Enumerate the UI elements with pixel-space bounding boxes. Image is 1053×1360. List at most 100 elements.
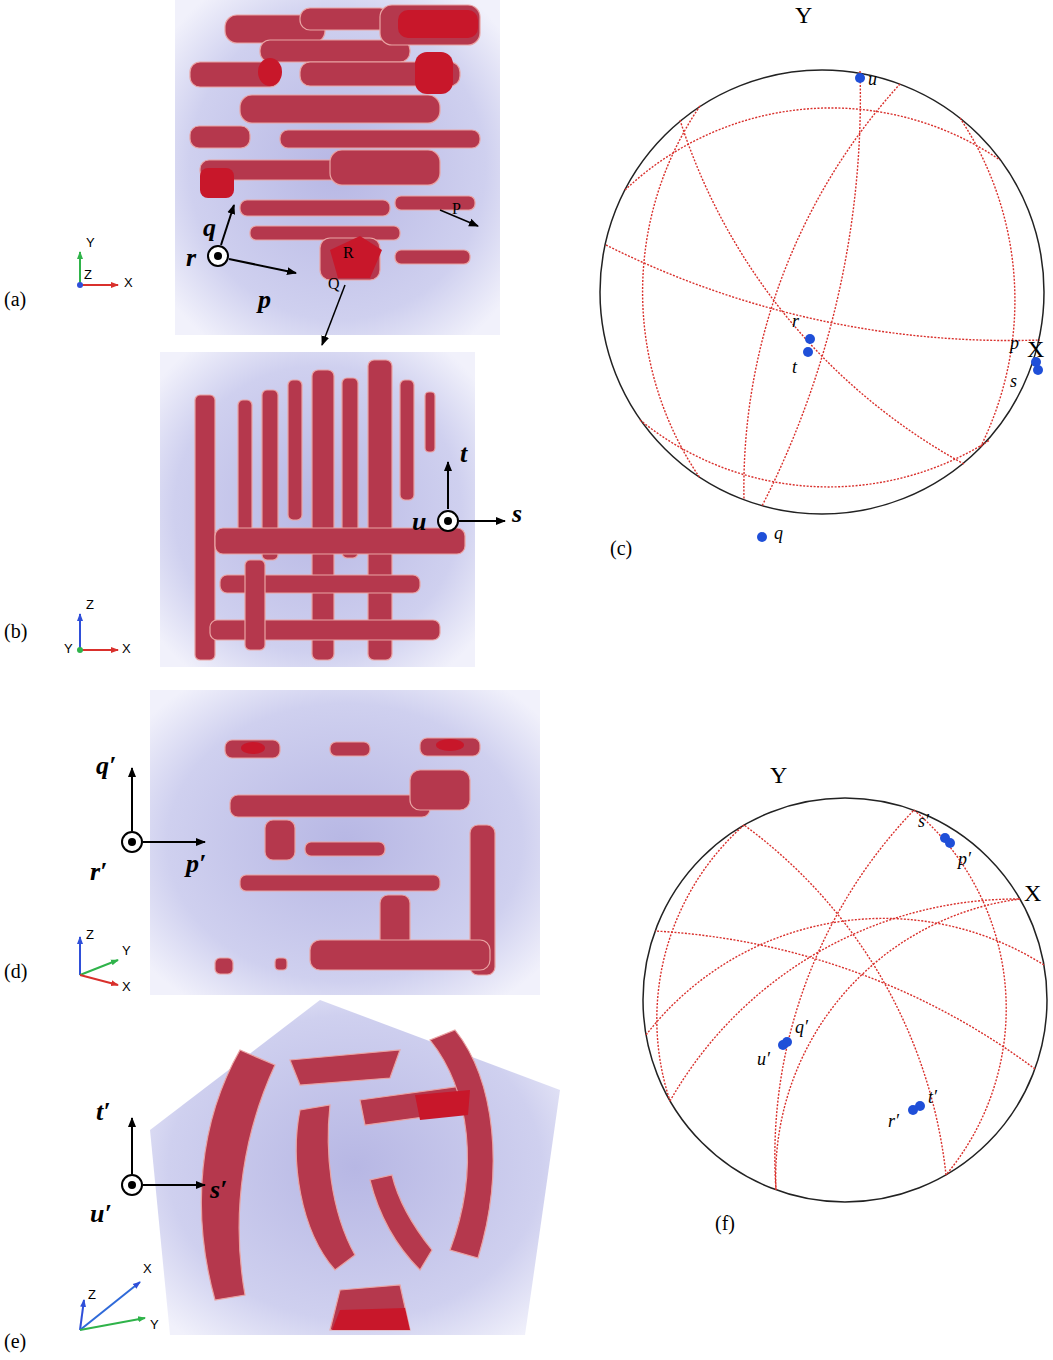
axis-label: Z [86, 928, 94, 942]
figure-line [80, 1282, 140, 1330]
figure-line [80, 960, 118, 975]
figure-path [775, 810, 914, 1190]
figure-rect [250, 226, 400, 240]
stereonet-axis-label: Y [770, 762, 787, 788]
vector-label: q′ [96, 752, 116, 781]
figure-path [330, 236, 382, 278]
figure-rect [380, 5, 480, 45]
figure-path [776, 899, 1020, 1190]
figure-path [643, 106, 700, 478]
figure-rect [330, 742, 370, 756]
panel-label: (e) [4, 1330, 26, 1352]
figure-path [296, 1105, 355, 1270]
axis-label: X [143, 1262, 152, 1276]
panel-label: (f) [715, 1212, 735, 1234]
figure-rect [150, 690, 540, 995]
figure-path [960, 118, 1015, 448]
figure-circle [438, 511, 458, 531]
figure-rect [190, 126, 250, 148]
figure-rect [398, 10, 478, 38]
figure-circle [122, 1175, 142, 1195]
figure-rect [368, 360, 392, 660]
figure-line [80, 284, 118, 286]
axis-label: Y [64, 642, 73, 656]
figure-rect [280, 130, 480, 148]
panel-label: (b) [4, 620, 27, 642]
figure-circle [803, 347, 813, 357]
figure-circle [122, 832, 142, 852]
axis-label: X [124, 276, 133, 290]
figure-ellipse [436, 739, 464, 751]
panel-label: (d) [4, 960, 27, 982]
figure-rect [240, 200, 390, 216]
axis-label: Y [150, 1318, 159, 1332]
figure-rect [195, 395, 215, 660]
figure-rect [415, 52, 453, 94]
figure-rect [312, 370, 334, 660]
figure-circle [643, 798, 1047, 1202]
pole-label: q′ [795, 1018, 808, 1038]
figure-line [447, 462, 449, 509]
vector-label: t′ [96, 1098, 111, 1127]
figure-circle [77, 282, 83, 288]
figure-g [606, 71, 1040, 506]
vector-arrows [132, 205, 505, 1185]
axis-label: X [122, 642, 131, 656]
figure-line [131, 1118, 133, 1174]
figure-circle [908, 1105, 918, 1115]
figure-circle [782, 1037, 792, 1047]
panel-label: (a) [4, 288, 26, 310]
figure-circle [1033, 365, 1043, 375]
pole-label: p [1010, 334, 1019, 354]
figure-line [79, 252, 81, 285]
figure-path [640, 420, 990, 487]
feature-label: P [452, 200, 461, 218]
figure-path [201, 1050, 275, 1300]
figure-g [190, 5, 480, 280]
figure-line [80, 649, 118, 651]
figure-circle [855, 73, 865, 83]
figure-g [201, 1030, 493, 1330]
figure-circle [805, 334, 815, 344]
vector-label: u′ [90, 1200, 112, 1229]
pole-label: u′ [757, 1050, 770, 1070]
figure-g [200, 10, 478, 278]
figure-rect [288, 380, 302, 520]
figure-polygon [150, 1000, 560, 1335]
figure-rect [240, 875, 440, 891]
figure-circle [945, 838, 955, 848]
figure-line [80, 1318, 145, 1330]
figure-path [655, 931, 1035, 1069]
figure-circle [444, 517, 452, 525]
figure-path [680, 120, 964, 464]
stereonet-c [600, 70, 1044, 542]
axis-label: Y [86, 236, 95, 250]
feature-label: R [343, 244, 354, 262]
render-a [175, 0, 500, 335]
figure-rect [300, 8, 390, 30]
figure-rect [305, 842, 385, 856]
feature-label: Q [328, 275, 340, 293]
figure-ellipse [258, 58, 282, 86]
figure-rect [215, 958, 233, 974]
vector-label: r [186, 244, 196, 273]
figure-circle [757, 532, 767, 542]
pole-label: r′ [888, 1112, 899, 1132]
render-d [150, 690, 540, 995]
figure-rect [395, 250, 470, 264]
figure-rect [200, 168, 234, 198]
figure-g [332, 1090, 470, 1330]
figure-circle [77, 647, 83, 653]
axis-label: X [122, 980, 131, 994]
pole-label: s′ [918, 812, 929, 832]
figure-rect [245, 560, 265, 650]
figure-rect [230, 795, 430, 817]
vector-label: u [412, 508, 426, 537]
figure-rect [410, 770, 470, 810]
stereonet-axis-label: X [1024, 880, 1041, 906]
pole-label: u [868, 70, 877, 90]
vector-label: q [203, 214, 216, 243]
figure-g [757, 73, 1043, 542]
figure-rect [400, 380, 414, 500]
